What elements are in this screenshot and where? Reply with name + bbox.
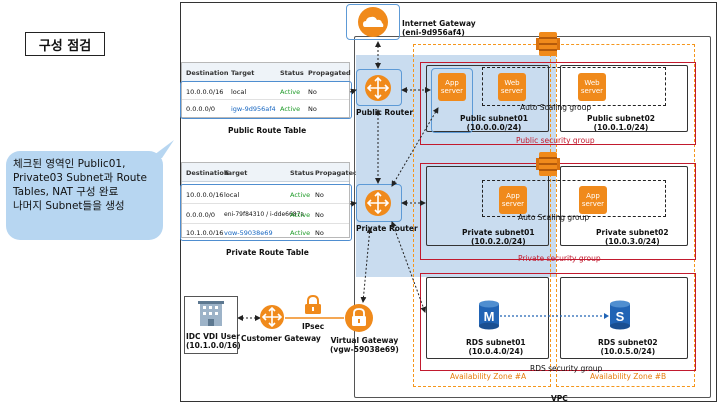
private-route-table-label: Private Route Table: [226, 248, 309, 257]
rt-cell: local: [224, 191, 240, 199]
rt-cell: No: [315, 191, 324, 199]
availability-zone-b-label: Availability Zone #B: [590, 372, 667, 381]
private-subnet-02-label: Private subnet02(10.0.3.0/24): [596, 228, 669, 246]
rt-header: Destination: [186, 69, 229, 77]
availability-zone-a-label: Availability Zone #A: [450, 372, 527, 381]
rt-cell: 0.0.0.0/0: [186, 105, 216, 113]
public-route-highlight: [180, 81, 352, 119]
app-server-highlight: [431, 68, 473, 133]
rt-cell: Active: [290, 191, 311, 199]
load-balancer-icon: [536, 152, 560, 176]
router-icon: [365, 190, 391, 216]
app-server-icon: App server: [499, 186, 527, 214]
rds-subnet-02-label: RDS subnet02(10.0.5.0/24): [598, 338, 658, 356]
rt-cell: No: [315, 229, 324, 235]
rt-cell: local: [231, 88, 247, 96]
callout-line-2: Private03 Subnet과 Route: [13, 172, 147, 184]
customer-gateway-icon: [260, 305, 284, 329]
private-subnet-01: [426, 166, 549, 246]
auto-scaling-group-label-public: Auto Scaling group: [520, 103, 592, 112]
rt-cell: 10.0.0.0/16: [186, 88, 224, 96]
customer-gateway-label: Customer Gateway: [241, 334, 321, 343]
rt-cell: Active: [280, 105, 301, 113]
auto-scaling-group-label-private: Auto Scaling group: [518, 213, 590, 222]
load-balancer-icon: [536, 32, 560, 56]
building-icon: [198, 301, 224, 326]
callout-line-1: 체크된 영역인 Public01,: [13, 158, 126, 170]
rt-cell: 10.0.0.0/16: [186, 191, 224, 199]
callout-line-3: Tables, NAT 구성 완료: [13, 186, 119, 198]
rt-cell: eni-79f84310 / i-dde6687a: [224, 211, 305, 218]
internet-gateway-highlight: [346, 4, 400, 40]
rds-security-group: [420, 273, 696, 371]
rt-header: Target: [231, 69, 255, 77]
web-server-icon: Web server: [578, 73, 606, 101]
rds-subnet-01-label: RDS subnet01(10.0.4.0/24): [466, 338, 526, 356]
rds-security-group-label: RDS security group: [530, 364, 603, 373]
public-security-group-label: Public security group: [516, 136, 595, 145]
rt-cell: Active: [290, 211, 311, 219]
public-subnet-02-label: Public subnet02(10.0.1.0/24): [587, 114, 656, 132]
public-subnet-01-label: Public subnet01(10.0.0.0/24): [460, 114, 529, 132]
rds-sql-icon: S: [610, 300, 630, 330]
rt-cell: No: [308, 88, 317, 96]
availability-zone-a: [413, 44, 551, 387]
rt-cell: Active: [290, 229, 311, 235]
auto-scaling-group-public: [482, 67, 666, 106]
web-server-icon: Web server: [498, 73, 526, 101]
lock-icon: [305, 294, 321, 314]
router-icon: [365, 75, 391, 101]
callout-tail: [150, 140, 174, 158]
idc-label: IDC VDI User(10.1.0.0/16): [186, 332, 241, 350]
private-security-group-label: Private security group: [518, 254, 601, 263]
rt-cell: Active: [280, 88, 301, 96]
public-router-label: Public Router: [356, 108, 414, 117]
callout-note: 체크된 영역인 Public01, Private03 Subnet과 Rout…: [6, 151, 163, 240]
rt-header: Status: [280, 69, 304, 77]
rt-cell: igw-9d956af4: [231, 105, 276, 113]
vpc-label: VPC: [551, 394, 568, 403]
rds-mysql-icon: M: [479, 300, 499, 330]
availability-zone-b: [556, 44, 695, 387]
rds-replication-line: [500, 313, 609, 319]
svg-text:M: M: [484, 309, 495, 324]
rt-cell: No: [315, 211, 324, 219]
virtual-gateway-label: Virtual Gateway(vgw-59038e69): [330, 336, 399, 354]
svg-text:S: S: [616, 309, 625, 324]
rt-cell: 0.0.0.0/0: [186, 211, 216, 219]
private-route-table: Destination Target Status Propagated 10.…: [181, 162, 358, 238]
rt-cell: vgw-59038e69: [224, 229, 273, 235]
cloud-icon: [358, 7, 388, 37]
private-subnet-01-label: Private subnet01(10.0.2.0/24): [462, 228, 535, 246]
ipsec-label: IPsec: [302, 322, 325, 331]
app-server-icon: App server: [579, 186, 607, 214]
callout-line-4: 나머지 Subnet들을 생성: [13, 200, 125, 212]
rt-header: Target: [224, 169, 248, 177]
vpc-boundary: [354, 36, 711, 398]
public-route-table-label: Public Route Table: [228, 126, 307, 135]
app-server-icon: App server: [438, 73, 466, 101]
internet-gateway-label: Internet Gateway(eni-9d956af4): [402, 19, 476, 37]
rt-cell: No: [308, 105, 317, 113]
rt-header: Status: [290, 169, 314, 177]
rt-header: Destination: [186, 169, 229, 177]
page-title: 구성 점검: [25, 32, 105, 56]
rt-header: Propagated: [315, 169, 358, 177]
private-router-label: Private Router: [356, 224, 418, 233]
rt-cell: 10.1.0.0/16: [186, 229, 224, 235]
public-route-table: Destination Target Status Propagated 10.…: [181, 62, 351, 118]
public-security-group: [420, 62, 696, 145]
rt-header: Propagated: [308, 69, 351, 77]
auto-scaling-group-private: [482, 180, 666, 217]
vpn-gateway-icon: [345, 304, 373, 332]
private-route-highlight: [180, 184, 352, 241]
